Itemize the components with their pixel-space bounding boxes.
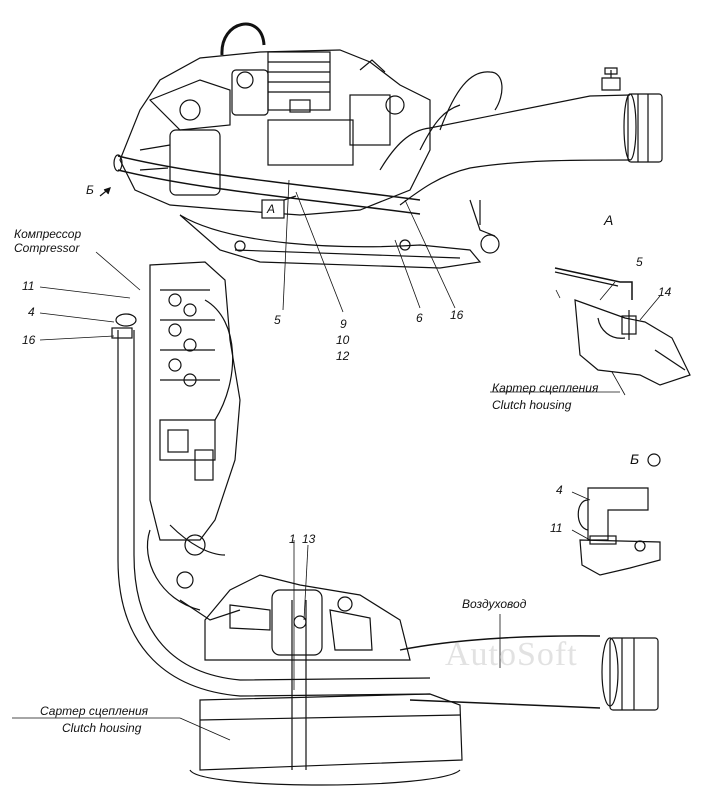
callout-b-4: 4 [556,483,563,497]
callout-left-16: 16 [22,333,36,347]
clutch-housing-left-en: Clutch housing [62,721,142,735]
callout-top-9: 9 [340,317,347,331]
view-a-title: А [604,212,614,228]
engine-side-view [111,261,659,786]
engine-top-view [99,22,663,269]
callout-b-11: 11 [550,521,563,535]
clutch-housing-left-ru: Сартер сцепления [40,704,149,718]
callout-top-6: 6 [416,311,423,325]
callout-top-10: 10 [336,333,350,347]
callout-left-11: 11 [22,279,35,293]
top-leaders [282,179,456,313]
view-b-detail [571,453,661,576]
callout-bottom-13: 13 [302,532,316,546]
callout-top-12: 12 [336,349,350,363]
view-a-marker: А [267,202,276,216]
callout-top-5: 5 [274,313,281,327]
callout-left-4: 4 [28,305,35,319]
view-b-marker: Б [86,183,94,197]
air-duct-label: Воздуховод [462,597,527,611]
clutch-housing-right-en: Clutch housing [492,398,572,412]
left-leaders [12,251,561,741]
clutch-housing-right-ru: Картер сцепления [492,381,599,395]
callout-a-5: 5 [636,255,643,269]
callout-top-16: 16 [450,308,464,322]
compressor-label-ru: Компрессор [14,227,82,241]
view-a-detail [490,267,691,396]
watermark: AutoSoft [445,636,578,673]
callout-bottom-1: 1 [289,532,296,546]
callout-a-14: 14 [658,285,672,299]
compressor-label-en: Compressor [14,241,80,255]
view-b-title: Б [630,451,640,467]
